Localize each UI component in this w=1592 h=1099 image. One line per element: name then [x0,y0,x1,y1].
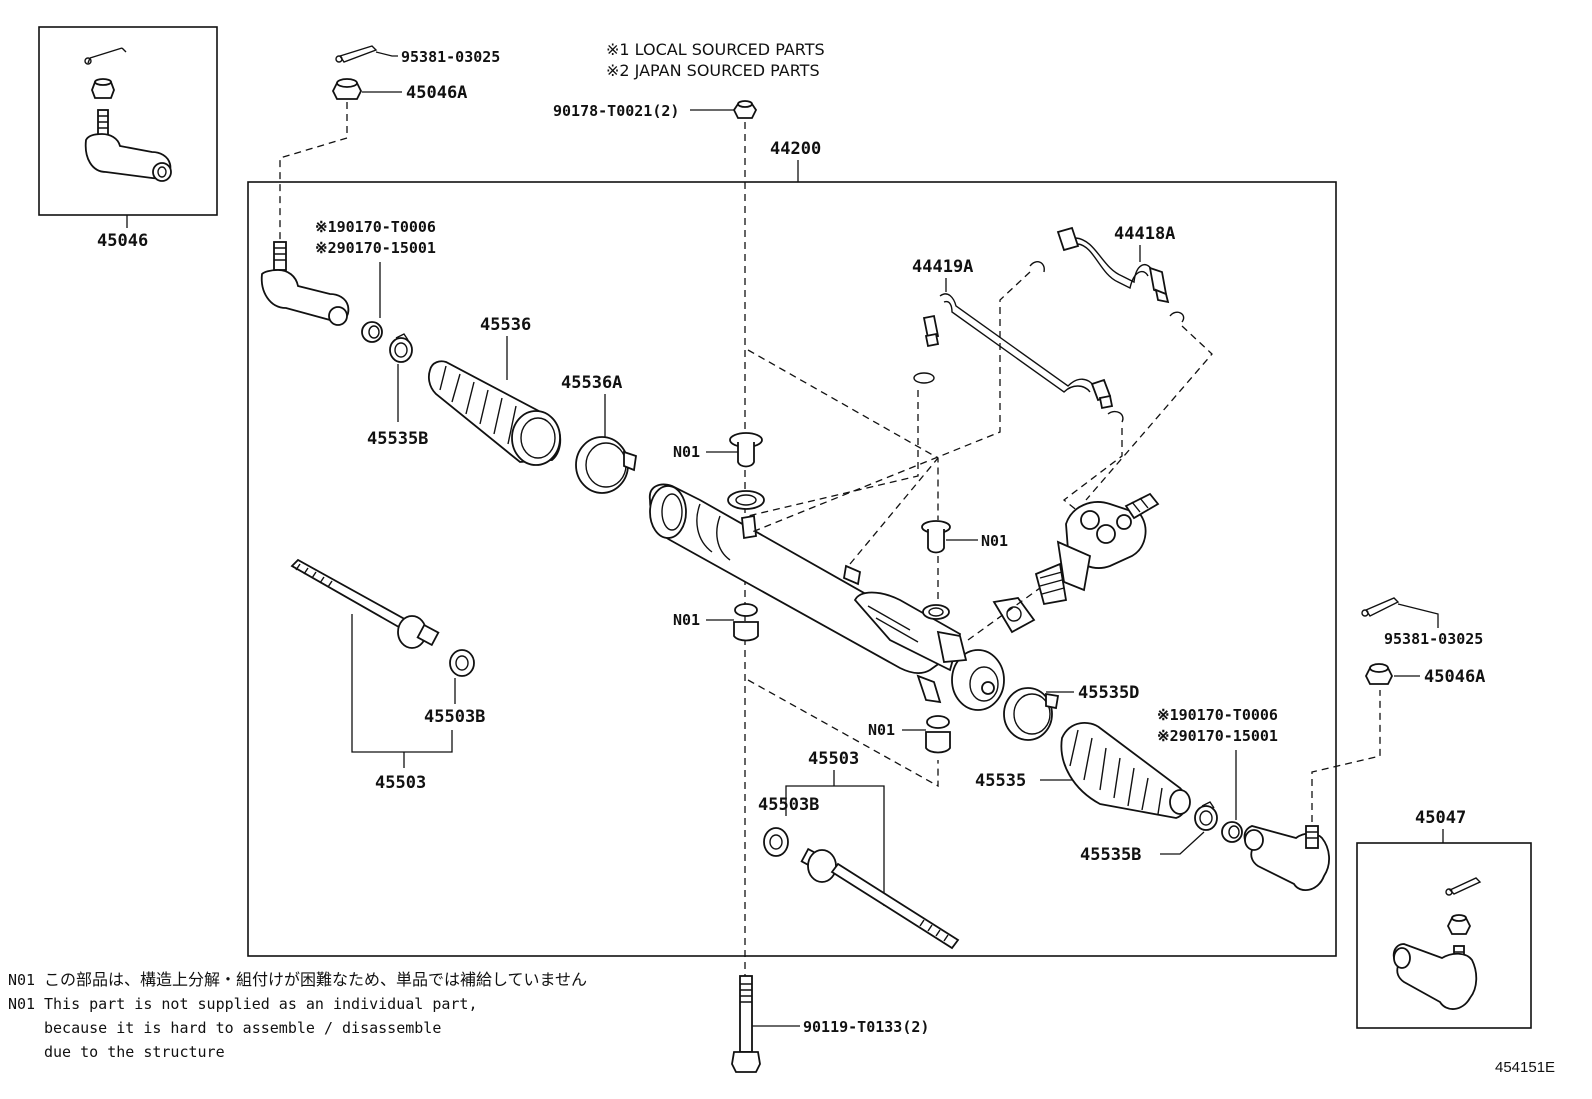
tie-rod-end-right-illustration [1243,825,1330,891]
label-45046A-top: 45046A [406,83,467,103]
label-n01-c: N01 [673,611,700,629]
label-90178-T0021: 90178-T0021(2) [553,102,679,120]
figure-code: 454151E [1495,1059,1555,1076]
note-local-sourced: ※1 LOCAL SOURCED PARTS [606,40,825,59]
castle-nut-icon-top [331,78,363,100]
label-45046: 45046 [97,231,148,251]
mounting-bolt-90119-illustration [731,975,761,1073]
rack-boot-45536-illustration [428,360,562,466]
tie-rod-end-45047-illustration [1392,877,1482,1010]
bushing-ring-icon-upper [727,490,765,510]
label-90170-15001-right: ※290170-15001 [1157,727,1278,745]
footnote-tag-2: N01 [8,995,35,1013]
nut-icon-90178 [732,100,758,119]
lock-washer-icon-right [763,827,789,857]
boot-clamp-45535D-illustration [1003,687,1060,741]
label-90170-T0006-right: ※190170-T0006 [1157,706,1278,724]
pressure-tube-44419A-illustration [922,293,1114,410]
o-ring-icon-a [913,372,935,384]
footnote-tag-1: N01 [8,971,35,989]
boot-clip-icon-left [389,333,413,363]
label-45503-left: 45503 [375,773,426,793]
note-japan-sourced: ※2 JAPAN SOURCED PARTS [606,61,820,80]
boot-clamp-45536A-illustration [575,436,637,494]
boot-clip-icon-right [1194,801,1218,831]
label-45535B-right: 45535B [1080,845,1141,865]
label-44418A: 44418A [1114,224,1175,244]
label-n01-b: N01 [981,532,1008,550]
label-44419A: 44419A [912,257,973,277]
label-90170-T0006-left: ※190170-T0006 [315,218,436,236]
inner-tie-rod-left-illustration [290,558,440,649]
inset-box-45046 [38,26,218,216]
bushing-icon-a [729,432,763,468]
label-n01-d: N01 [868,721,895,739]
label-45535B-left: 45535B [367,429,428,449]
footnote-japanese: この部品は、構造上分解・組付けが困難なため、単品では補給していません [44,970,587,989]
label-45503-right: 45503 [808,749,859,769]
clip-icon-b [1169,311,1185,323]
bushing-icon-d [925,715,951,754]
label-45535: 45535 [975,771,1026,791]
label-45047: 45047 [1415,808,1466,828]
castle-nut-icon-right [1364,663,1394,685]
cotter-pin-icon-top [335,45,378,63]
bushing-icon-b [921,520,951,554]
label-95381-03025-right: 95381-03025 [1384,630,1483,648]
label-n01-a: N01 [673,443,700,461]
label-45503B-left: 45503B [424,707,485,727]
footnote-english-line3: due to the structure [44,1043,225,1061]
label-90119-T0133: 90119-T0133(2) [803,1018,929,1036]
main-assembly-box-44200 [247,181,1337,957]
bushing-icon-c [733,603,759,642]
label-45536: 45536 [480,315,531,335]
clip-icon-a [1029,261,1045,273]
bushing-ring-icon-lower [922,604,950,620]
inset-box-45047 [1356,842,1532,1029]
spacer-ring-icon-left [361,321,383,343]
label-90170-15001-left: ※290170-15001 [315,239,436,257]
rack-boot-45535-illustration [1060,722,1191,819]
gasket-icon [992,597,1036,634]
tie-rod-end-left-illustration [260,241,350,326]
rack-housing-illustration [648,483,1005,711]
spacer-ring-icon-right [1221,821,1243,843]
label-45503B-right: 45503B [758,795,819,815]
tie-rod-end-45046-illustration [84,47,172,182]
label-45046A-right: 45046A [1424,667,1485,687]
footnote-english-line2: because it is hard to assemble / disasse… [44,1019,441,1037]
footnote-english-line1: This part is not supplied as an individu… [44,995,477,1013]
o-ring-icon-b [1107,410,1124,423]
inner-tie-rod-right-illustration [800,847,960,950]
lock-washer-icon-left [449,649,475,677]
label-44200: 44200 [770,139,821,159]
label-95381-03025-top: 95381-03025 [401,48,500,66]
cotter-pin-icon-right [1361,597,1400,617]
control-valve-pinion-illustration [1034,492,1160,606]
label-45535D: 45535D [1078,683,1139,703]
label-45536A: 45536A [561,373,622,393]
pressure-tube-44418A-illustration [1056,226,1170,304]
